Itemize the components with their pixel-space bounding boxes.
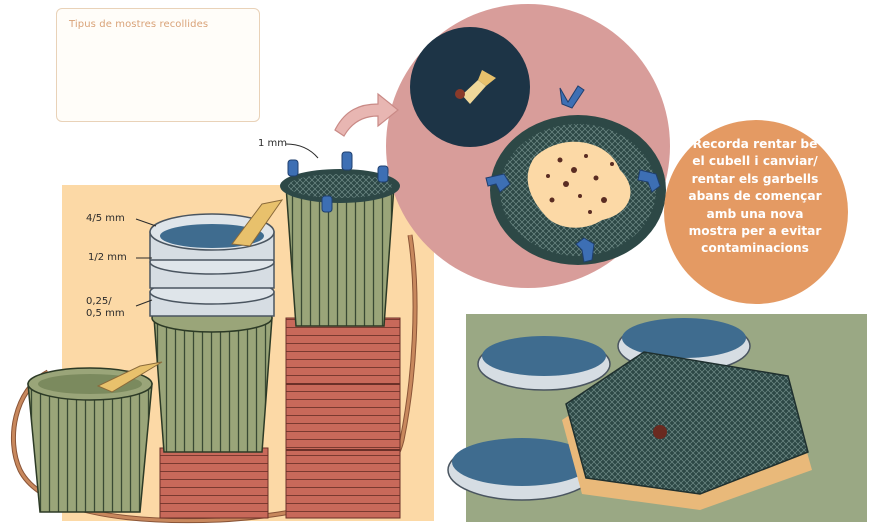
tip-line: el cubell i canviar/ <box>666 153 844 170</box>
tip-line: Recorda rentar bé <box>666 136 844 153</box>
sieve-stack <box>150 214 274 452</box>
sample-types-legend: Tipus de mostres recollides <box>56 8 260 122</box>
clip-icon <box>378 166 388 182</box>
cleaning-tip: Recorda rentar bé el cubell i canviar/ r… <box>666 136 844 258</box>
tip-line: abans de començar <box>666 188 844 205</box>
tip-line: rentar els garbells <box>666 171 844 188</box>
label-025-line1: 0,25/ <box>86 296 112 307</box>
top-bucket <box>280 169 400 326</box>
label-4-5mm: 4/5 mm <box>86 213 125 224</box>
clip-icon <box>322 196 332 212</box>
label-1mm: 1 mm <box>258 138 287 149</box>
left-bucket <box>28 368 152 512</box>
tip-line: amb una nova <box>666 206 844 223</box>
label-1-2mm: 1/2 mm <box>88 252 127 263</box>
label-025-line2: 0,5 mm <box>86 308 125 319</box>
clip-icon <box>288 160 298 176</box>
crate-stack <box>286 318 400 518</box>
clip-icon <box>342 152 352 170</box>
mesh-detail-icon <box>410 27 530 147</box>
legend-title: Tipus de mostres recollides <box>69 19 208 30</box>
tip-line: mostra per a evitar <box>666 223 844 240</box>
tray-icon <box>478 336 610 390</box>
crate-middle <box>160 448 268 518</box>
tip-line: contaminacions <box>666 240 844 257</box>
